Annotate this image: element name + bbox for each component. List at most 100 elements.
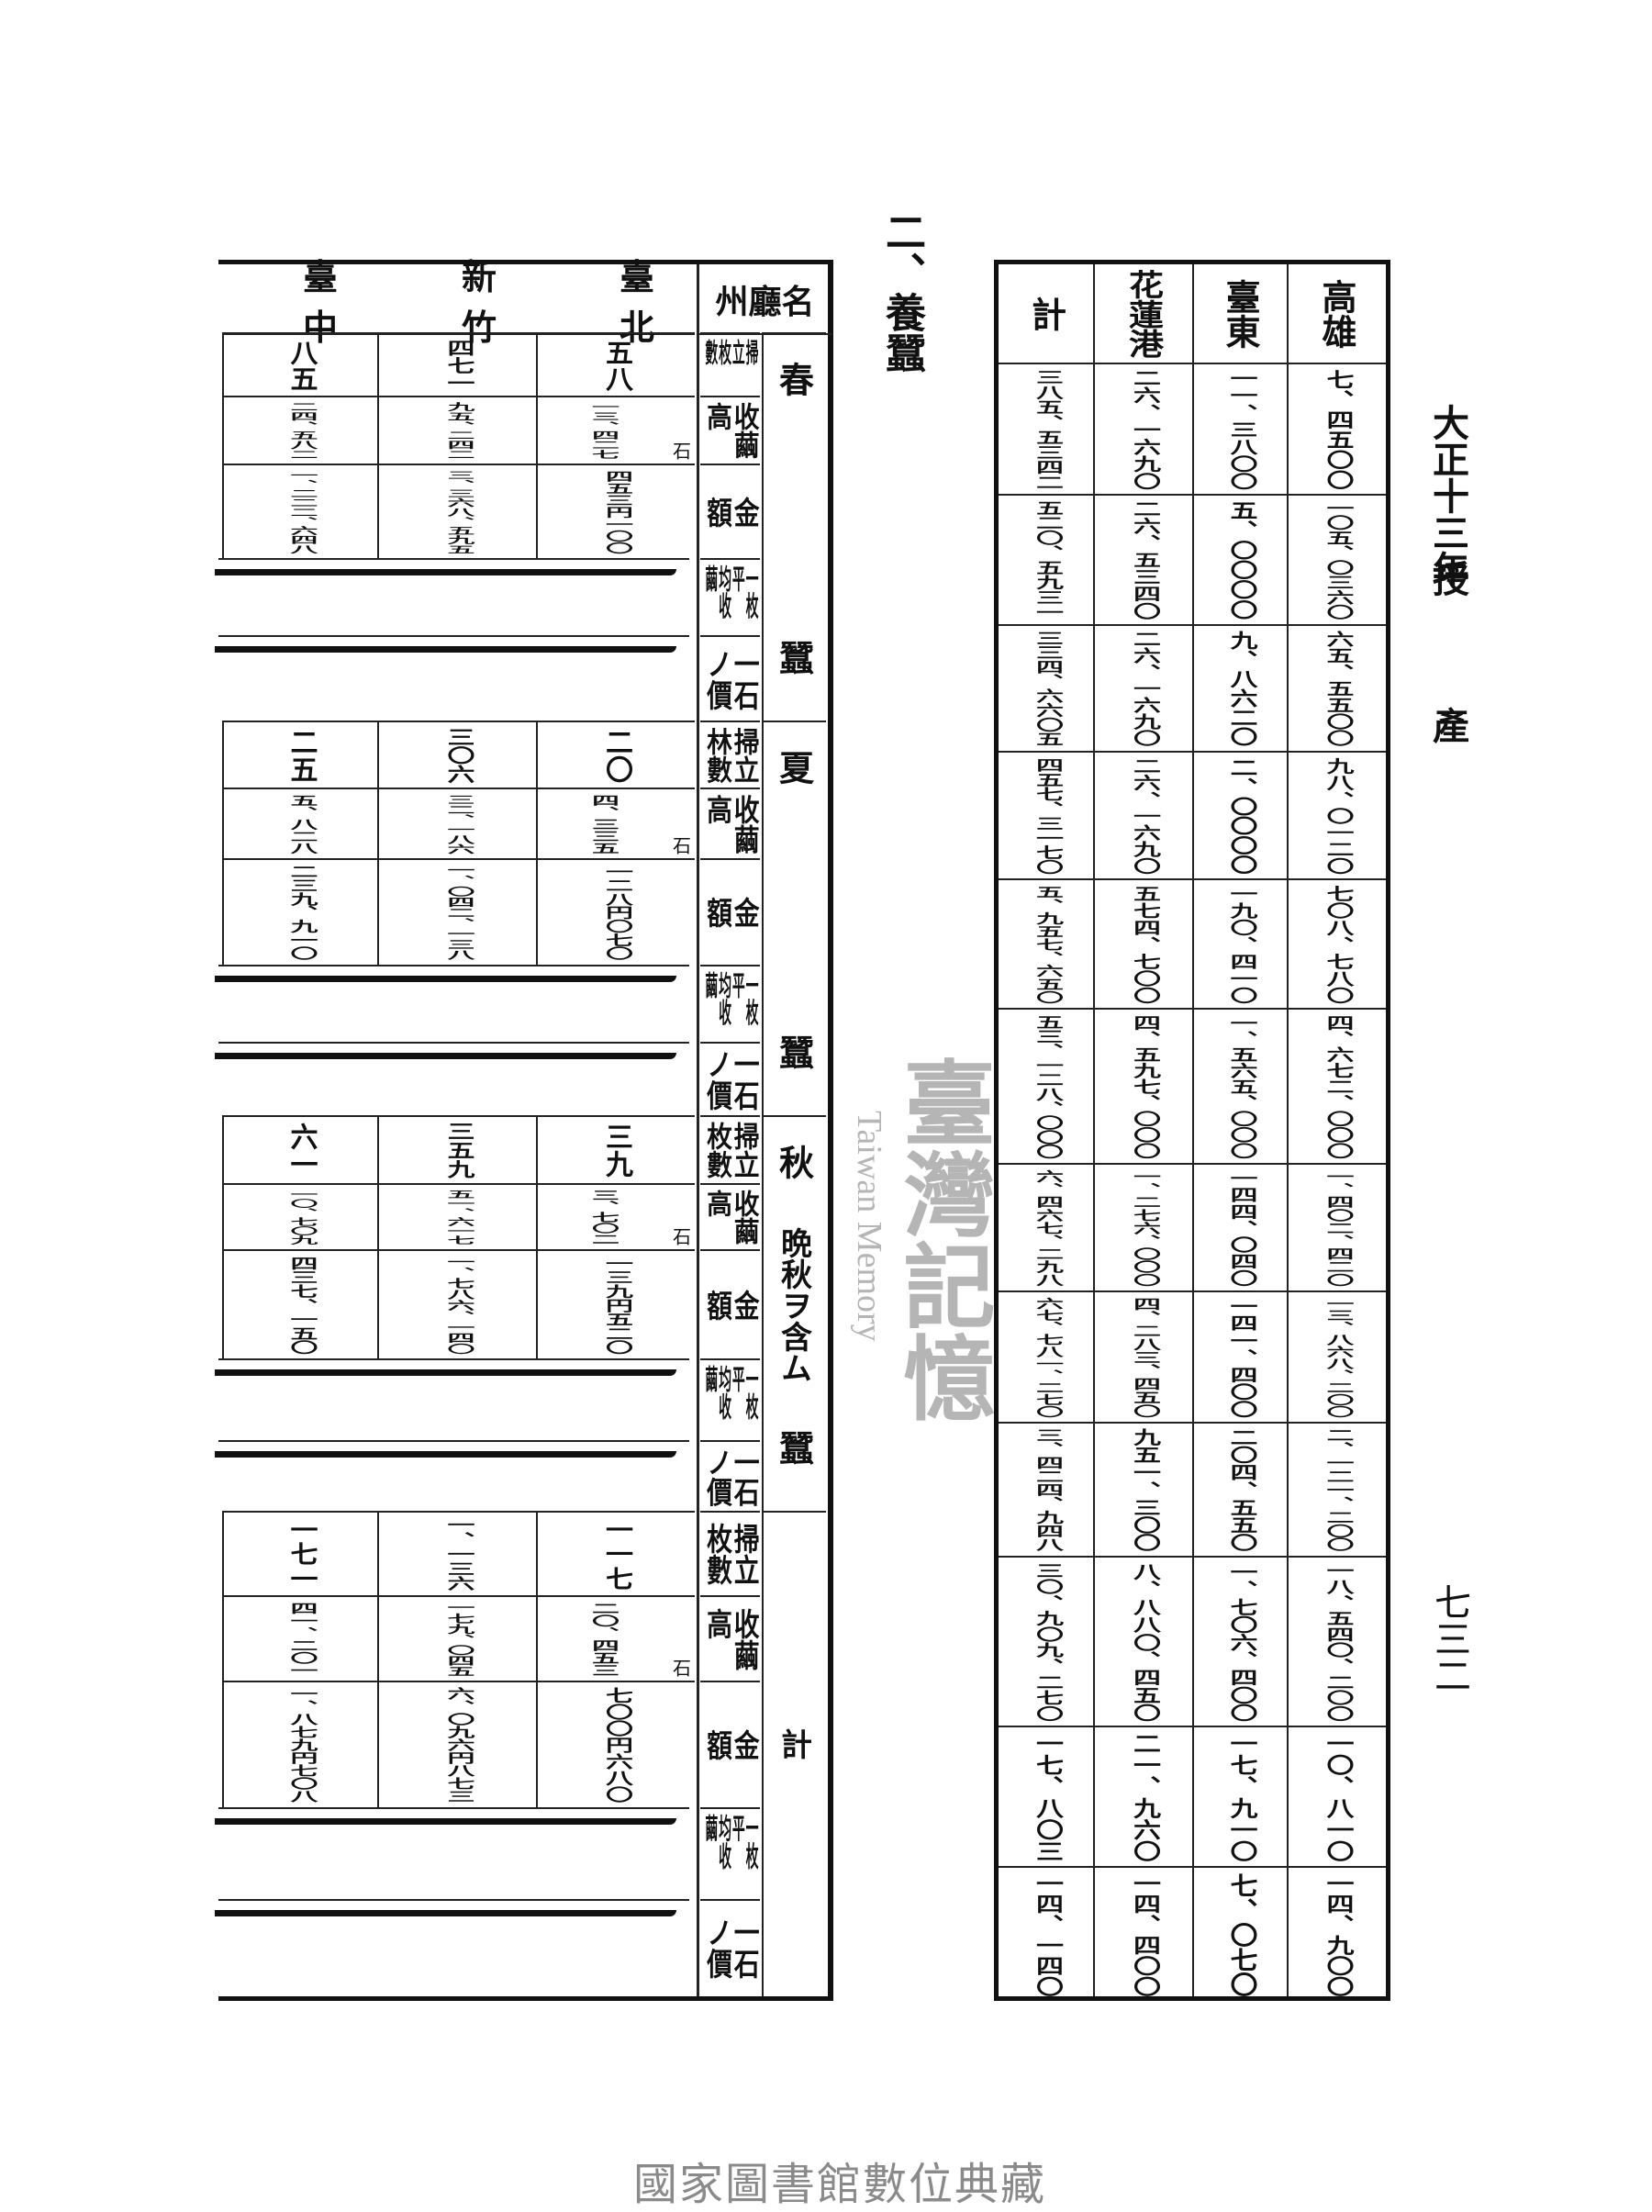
cell-value: 一一、三八〇〇 (1224, 369, 1257, 489)
data-column-divider (377, 332, 379, 558)
cell-value: 四、二八三、四五〇 (1128, 1297, 1160, 1417)
data-value: 四七一 (441, 339, 474, 391)
column-divider (1192, 264, 1194, 1996)
data-value: 一七一 (285, 1517, 318, 1591)
row-label: 收繭高 (701, 1608, 758, 1670)
season-label-cell: 秋晩秋ヲ含ム蠶 (762, 1115, 826, 1511)
cell-value: 七〇八、七八〇 (1321, 885, 1354, 1003)
cell-value: 三三四、六六〇五 (1031, 631, 1063, 746)
row-label-line: 掃立 (729, 339, 758, 365)
prefecture-label: 新竹 (461, 255, 537, 348)
data-value: 一、一三六 (441, 1517, 474, 1591)
data-value-box: 一〇、七〇九 (223, 1185, 378, 1249)
data-value: 二三九、九一〇 (285, 865, 318, 960)
data-value-box: 五八 (537, 334, 695, 396)
cell-value: 九五一、三〇〇 (1128, 1428, 1160, 1551)
prefecture-header: 臺中 (223, 256, 378, 348)
data-value-box: 一、八七九円七〇八 (223, 1682, 378, 1807)
row-label: 金額 (701, 496, 759, 528)
cell-value: 一四、一四〇 (1031, 1872, 1063, 1996)
data-cell: 二〇 (537, 721, 695, 788)
data-cell: 四一、二〇一 (223, 1595, 378, 1681)
data-value: 一一七 (600, 1517, 632, 1591)
unit-koku: 石 (669, 1227, 692, 1246)
data-value-box: 一、七八六、一四〇 (378, 1251, 537, 1358)
row-label-cell: 一石ノ價 (700, 635, 760, 721)
cell-value: 二六、五三四〇 (1128, 500, 1160, 620)
row-label-cell: 收繭高 (700, 788, 760, 858)
rule-thin (218, 965, 689, 966)
data-cell: 一、一三六 (378, 1511, 537, 1595)
rule-thin (218, 1042, 689, 1044)
row-label: 收繭高 (701, 1190, 758, 1245)
table-cell: 七、四五〇〇 (1288, 363, 1386, 494)
table-cell: 一七、八〇三 (999, 1726, 1094, 1866)
data-value-box: 三五九 (378, 1117, 537, 1183)
data-value-box: 三二、一八六 (378, 789, 537, 858)
data-value: 四、三三五 (586, 794, 619, 854)
row-label-line: 一石 (728, 1048, 759, 1111)
data-cell: 二五 (223, 721, 378, 788)
data-cell: 一七一 (223, 1511, 378, 1595)
cell-value: 二、〇〇〇〇 (1224, 757, 1257, 874)
row-label: 掃立枚數 (701, 1523, 758, 1585)
data-value-box: 九五、二四二 (378, 397, 537, 464)
row-label-line: 金 (728, 496, 759, 528)
data-column-divider (536, 721, 538, 965)
season-label-cell: 夏蠶 (762, 721, 826, 1115)
table-cell: 一一、三八〇〇 (1193, 363, 1288, 494)
row-label: 一枚平均收繭 (702, 971, 758, 1037)
data-value: 一三、四二七 (586, 402, 619, 459)
row-label: 一石ノ價 (701, 648, 758, 710)
prefecture-header: 臺北 (537, 256, 695, 348)
row-label-cell: 掃立枚數 (700, 1511, 760, 1595)
data-value-box: 四七一 (378, 334, 537, 396)
cell-value: 五七四、七〇〇 (1128, 885, 1160, 1003)
season-label-mid: 晩秋ヲ含ム (775, 1226, 812, 1383)
table-cell: 一九〇、四一〇 (1193, 878, 1288, 1008)
data-cell: 二三九、九一〇 (223, 858, 378, 965)
row-label-line: 金 (728, 1289, 759, 1321)
cell-value: 二六、一六九〇 (1128, 369, 1160, 489)
column-divider (1287, 264, 1289, 1996)
data-value-box: 一、〇四二、一三八 (378, 860, 537, 965)
cell-value: 三八五、五三四二 (1031, 369, 1063, 489)
table-cell: 一七、九一〇 (1193, 1726, 1288, 1866)
cell-value: 七、〇七〇 (1224, 1872, 1257, 1996)
corner-header-label: 州廳名 (715, 282, 815, 321)
row-label-line: 額 (701, 1289, 732, 1321)
rule-thin (218, 1899, 689, 1901)
rule-heavy (215, 1818, 676, 1825)
column-header: 計 (999, 264, 1094, 363)
prefecture-label: 臺中 (302, 255, 378, 348)
rule-heavy (215, 976, 676, 982)
data-value-box: 一七一 (223, 1513, 378, 1595)
row-label-cell: 掃立枚數 (700, 1115, 760, 1183)
season-label-cell: 春蠶 (762, 332, 826, 721)
row-label-cell: 收繭高 (700, 1183, 760, 1249)
prefecture-header: 新竹 (378, 256, 537, 348)
table-cell: 七〇八、七八〇 (1288, 878, 1386, 1008)
table-cell: 一四、一四〇 (999, 1866, 1094, 2001)
data-value: 三五九 (441, 1122, 474, 1179)
season-label-bottom: 蠶 (773, 640, 815, 675)
section-title: 二、養蠶 (878, 211, 925, 373)
data-value-box: 二四、五八二 (223, 397, 378, 464)
table-cell: 一四、四〇〇 (1094, 1866, 1193, 2001)
table-cell: 一三、八六八、二〇〇 (1288, 1290, 1386, 1422)
row-label-line: ノ價 (701, 1048, 732, 1111)
table-cell: 二一、九六〇 (1094, 1726, 1193, 1866)
data-value: 一三九円五二〇 (600, 1256, 632, 1354)
row-label: 一枚平均收繭 (702, 1814, 758, 1894)
page-title-part: 產 (1426, 707, 1469, 743)
data-cell: 二〇、四五三石 (537, 1595, 695, 1681)
table-cell: 六、四六七、二九八 (999, 1163, 1094, 1290)
row-label: 掃立林數 (701, 727, 758, 783)
table-cell: 五、九五七、六五〇 (999, 878, 1094, 1008)
season-label-bottom: 蠶 (773, 1430, 815, 1465)
table-cell: 二六、一六九〇 (1094, 624, 1193, 751)
unit-koku: 石 (669, 441, 692, 460)
data-cell: 四五三円一〇〇 (537, 464, 695, 558)
data-value-box: 三、三六八、五九五 (378, 465, 537, 558)
data-cell: 四、三三五石 (537, 788, 695, 858)
